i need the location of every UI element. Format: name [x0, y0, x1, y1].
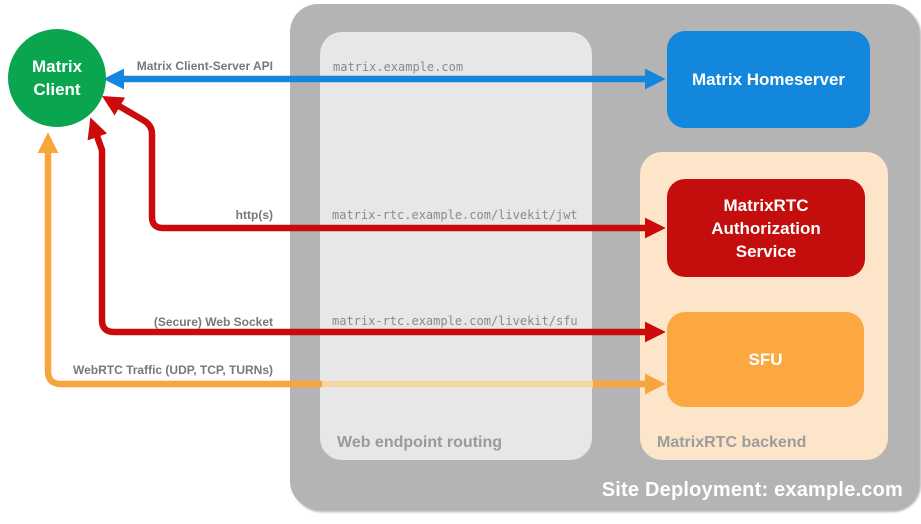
- label-secure-web-socket: (Secure) Web Socket: [153, 315, 273, 329]
- label-https: http(s): [235, 208, 273, 222]
- matrix-homeserver-label: Matrix Homeserver: [691, 69, 846, 89]
- endpoint-matrix-example-com: matrix.example.com: [333, 60, 464, 74]
- sfu-label: SFU: [748, 349, 783, 369]
- matrix-homeserver-node: Matrix Homeserver: [667, 31, 870, 128]
- matrix-client-node: Matrix Client: [8, 29, 106, 127]
- label-client-server-api: Matrix Client-Server API: [136, 59, 273, 73]
- site-deployment-label: Site Deployment: example.com: [601, 479, 903, 501]
- matrix-client-label: Matrix Client: [31, 57, 83, 99]
- matrixrtc-backend-label: MatrixRTC backend: [657, 434, 807, 451]
- endpoint-livekit-jwt: matrix-rtc.example.com/livekit/jwt: [332, 208, 578, 222]
- sfu-node: SFU: [667, 312, 864, 407]
- matrixrtc-authorization-service-label: MatrixRTC Authorization Service: [711, 195, 821, 261]
- matrixrtc-authorization-service-node: MatrixRTC Authorization Service: [667, 179, 865, 277]
- label-webrtc-traffic: WebRTC Traffic (UDP, TCP, TURNs): [72, 363, 273, 377]
- endpoint-livekit-sfu: matrix-rtc.example.com/livekit/sfu: [332, 314, 578, 328]
- web-endpoint-routing-label: Web endpoint routing: [337, 434, 503, 451]
- web-endpoint-routing-container: [320, 32, 592, 460]
- webrtc-arrow-client-segment: [37, 132, 322, 388]
